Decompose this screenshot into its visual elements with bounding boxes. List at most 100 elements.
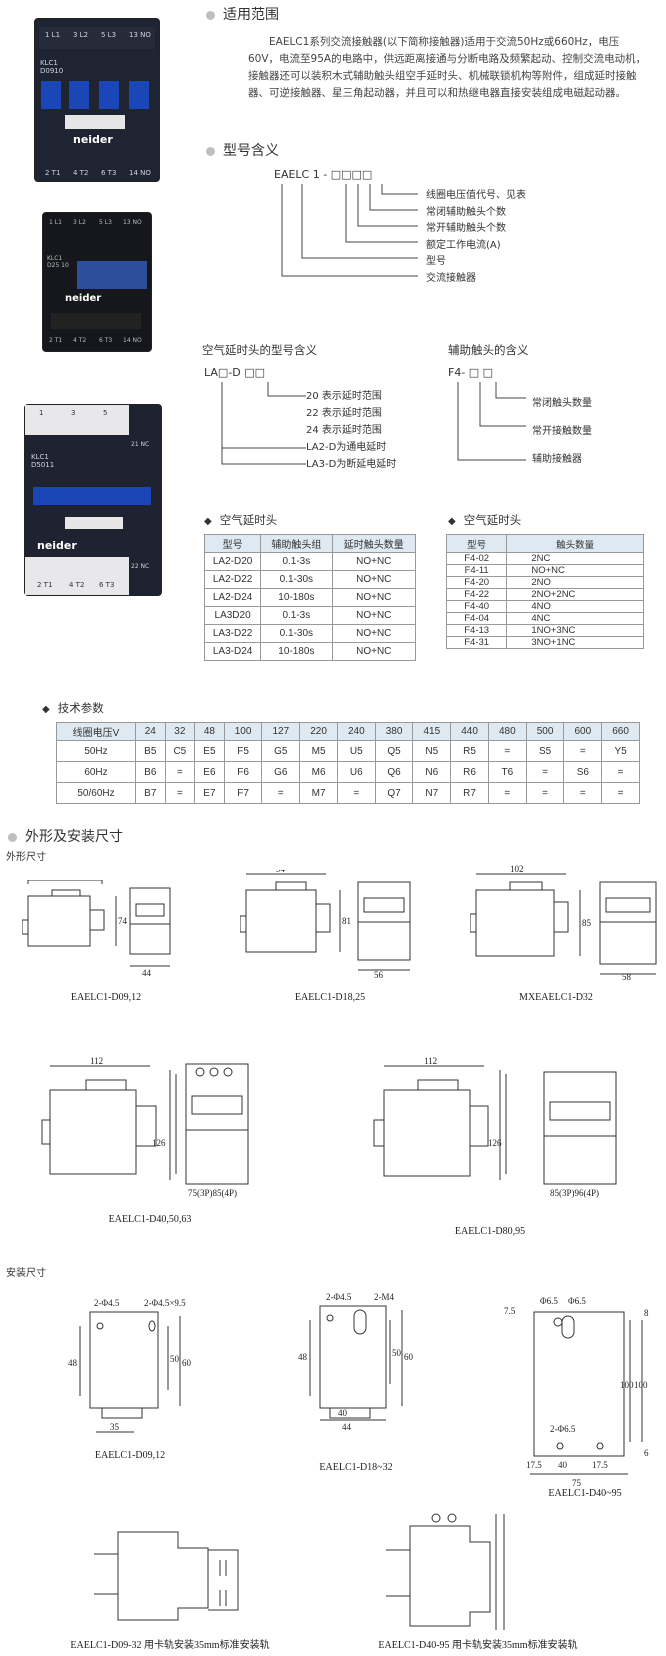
scope-description: EAELC1系列交流接触器(以下简称接触器)适用于交流50Hz或660Hz，电压… bbox=[248, 36, 647, 99]
aux-model-code: F4- □ □ bbox=[448, 366, 494, 379]
outline-drawing-d32: 102 85 58 bbox=[470, 864, 657, 980]
table-cell: = bbox=[164, 782, 196, 804]
install-caption: EAELC1-D40~95 bbox=[548, 1488, 622, 1499]
table-cell: F5 bbox=[223, 740, 263, 762]
photo-top-label: 13 NO bbox=[123, 219, 142, 226]
table-cell: F6 bbox=[223, 761, 263, 783]
table1-title: ◆空气延时头 bbox=[204, 513, 278, 527]
dim-label: 7.5 bbox=[504, 1306, 516, 1316]
aux-meaning-item: 常闭触头数量 bbox=[532, 398, 592, 409]
dim-label: 2-Φ4.5 bbox=[94, 1298, 120, 1308]
table-cell: = bbox=[563, 740, 603, 762]
aux-meanings: 常闭触头数量 常开接触数量 辅助接触器 bbox=[532, 390, 592, 474]
table-cell: = bbox=[487, 740, 527, 762]
table-cell: E6 bbox=[194, 761, 225, 783]
outline-drawing-d18: 94 81 56 bbox=[240, 870, 411, 980]
outline-caption: EAELC1-D40,50,63 bbox=[108, 1214, 192, 1225]
aux-meaning-item: 常开接触数量 bbox=[532, 426, 592, 437]
model-meaning-item: 交流接触器 bbox=[426, 272, 476, 284]
table-header: 500 bbox=[525, 722, 565, 741]
photo-top-label: 3 L2 bbox=[73, 219, 86, 226]
photo-bottom-label: 6 T3 bbox=[99, 337, 113, 344]
table-cell: N7 bbox=[412, 782, 452, 804]
diamond-icon: ◆ bbox=[42, 704, 50, 715]
dim-label: 56 bbox=[374, 970, 384, 980]
air-delay-model-code: LA□-D □□ bbox=[204, 366, 266, 379]
table-cell: N6 bbox=[412, 761, 452, 783]
model-meaning-item: 常开辅助触头个数 bbox=[426, 223, 506, 234]
dim-label: 44 bbox=[342, 1422, 352, 1430]
model-meanings: 线圈电压值代号、见表 常闭辅助触头个数 常开辅助触头个数 额定工作电流(A) 型… bbox=[426, 188, 526, 287]
aux-meaning-item: 辅助接触器 bbox=[532, 454, 582, 465]
rail-drawing-d09 bbox=[94, 1531, 239, 1621]
dim-label: 2-Φ6.5 bbox=[550, 1424, 576, 1434]
model-tree-lines bbox=[281, 184, 418, 277]
air-delay-meaning-item: 22 表示延时范围 bbox=[306, 408, 382, 419]
brand-logo: neider bbox=[65, 293, 102, 304]
air-delay-meaning-item: LA2-D为通电延时 bbox=[306, 442, 387, 453]
table-cell: M5 bbox=[299, 740, 338, 762]
table-cell: = bbox=[487, 782, 527, 804]
table-cell: Q5 bbox=[374, 740, 414, 762]
table-cell: G5 bbox=[261, 740, 301, 762]
table-cell: = bbox=[525, 782, 565, 804]
dim-label: 74 bbox=[118, 916, 128, 926]
table3-title: ◆技术参数 bbox=[42, 701, 104, 715]
table-cell: R5 bbox=[450, 740, 489, 762]
table-header: 100 bbox=[223, 722, 263, 741]
dim-label: 112 bbox=[90, 1056, 103, 1066]
table-header: 220 bbox=[299, 722, 338, 741]
dim-label: 75 bbox=[572, 1478, 582, 1488]
table-cell: M6 bbox=[299, 761, 338, 783]
bullet-icon bbox=[206, 10, 215, 20]
table-cell: = bbox=[261, 782, 301, 804]
table-cell: E5 bbox=[194, 740, 225, 762]
dim-label: 100 bbox=[634, 1380, 648, 1390]
table-header: 型号 bbox=[445, 534, 508, 553]
table-cell: = bbox=[601, 761, 640, 783]
model-meaning-item: 额定工作电流(A) bbox=[426, 239, 501, 251]
photo-bottom-label: 2 T1 bbox=[49, 337, 63, 344]
scope-section-title: 适用范围 bbox=[206, 4, 279, 24]
photo-bottom-label: 14 NO bbox=[129, 169, 151, 177]
photo-bottom-label: 14 NO bbox=[123, 337, 142, 344]
table-cell: S6 bbox=[563, 761, 603, 783]
table-cell: 50Hz bbox=[56, 740, 136, 762]
table-cell: = bbox=[164, 761, 196, 783]
rail-caption: EAELC1-D09-32 用卡轨安装35mm标准安装轨 bbox=[70, 1640, 270, 1651]
install-caption: EAELC1-D18~32 bbox=[319, 1462, 393, 1473]
table-cell: B5 bbox=[135, 740, 166, 762]
air-delay-model-title: 空气延时头的型号含义 bbox=[202, 343, 317, 357]
table-cell: 60Hz bbox=[56, 761, 136, 783]
photo-bottom-label: 6 T3 bbox=[101, 169, 117, 177]
product-photo-2: 1 L1 3 L2 5 L3 13 NO KLC1 D25 10 neider … bbox=[42, 212, 152, 352]
table-cell: M7 bbox=[299, 782, 338, 804]
air-delay-meanings: 20 表示延时范围 22 表示延时范围 24 表示延时范围 LA2-D为通电延时… bbox=[306, 388, 396, 473]
photo-bottom-label: 2 T1 bbox=[45, 169, 61, 177]
dim-label: 48 bbox=[298, 1352, 308, 1362]
photo-bottom-label: 4 T2 bbox=[69, 581, 85, 589]
dim-label: 48 bbox=[68, 1358, 78, 1368]
outline-caption: EAELC1-D80,95 bbox=[454, 1226, 526, 1237]
table-cell: F7 bbox=[223, 782, 263, 804]
table-header: 600 bbox=[563, 722, 603, 741]
table-cell: U6 bbox=[336, 761, 376, 783]
table-cell: Y5 bbox=[601, 740, 640, 762]
model-meaning-item: 常闭辅助触头个数 bbox=[426, 206, 506, 218]
table-header: 240 bbox=[336, 722, 376, 741]
dim-label: 60 bbox=[182, 1358, 192, 1368]
outline-caption: MXEAELC1-D32 bbox=[519, 992, 593, 1003]
brand-logo: neider bbox=[37, 539, 77, 552]
air-delay-meaning-item: LA3-D为断延电延时 bbox=[306, 459, 397, 470]
table-header: 延时触头数量 bbox=[331, 534, 417, 553]
